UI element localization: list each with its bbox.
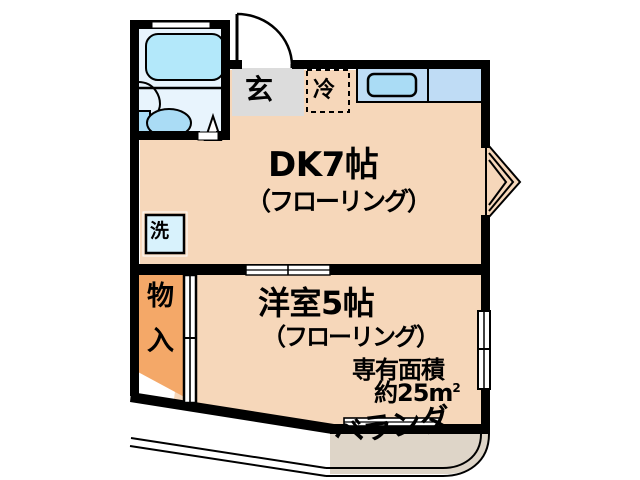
refrigerator-marker: 冷 xyxy=(313,78,335,103)
dk-floor-region xyxy=(140,70,489,270)
window-bottom-western xyxy=(343,417,441,427)
entrance-marker: 玄 xyxy=(245,73,273,106)
entrance-tile-region xyxy=(232,68,304,116)
kitchen-counter xyxy=(356,67,490,103)
washer-box xyxy=(142,211,188,257)
western-room-floor-region xyxy=(170,275,489,430)
western-room-label: 洋室5帖 xyxy=(258,284,375,322)
closet-floor-region xyxy=(138,275,190,400)
washer-marker: 洗 xyxy=(150,220,169,242)
veranda-outline xyxy=(129,433,490,477)
closet-label-line1: 物 xyxy=(147,281,174,312)
closet-label-line2: 入 xyxy=(147,326,174,357)
western-room-sublabel: （フローリング） xyxy=(262,323,440,351)
area-value-text: 約25m xyxy=(374,379,453,407)
opening-bathroom-dk xyxy=(197,131,219,141)
dk-room-label: DK7帖 xyxy=(268,145,379,185)
dk-room-sublabel: （フローリング） xyxy=(246,187,432,216)
entrance-door-icon xyxy=(235,12,294,68)
window-top-bathroom xyxy=(151,21,211,29)
area-unit-exponent: 2 xyxy=(452,381,461,395)
veranda-region xyxy=(140,402,489,474)
area-value: 約25m2 xyxy=(374,381,461,405)
bathtub-icon xyxy=(145,33,225,81)
closet-sliding-door xyxy=(182,273,198,405)
sliding-window-right xyxy=(477,310,491,390)
door-opening-dk-western xyxy=(245,264,331,276)
area-label: 専有面積 xyxy=(352,356,445,384)
refrigerator-box xyxy=(306,69,350,113)
bay-window-icon xyxy=(485,145,522,218)
